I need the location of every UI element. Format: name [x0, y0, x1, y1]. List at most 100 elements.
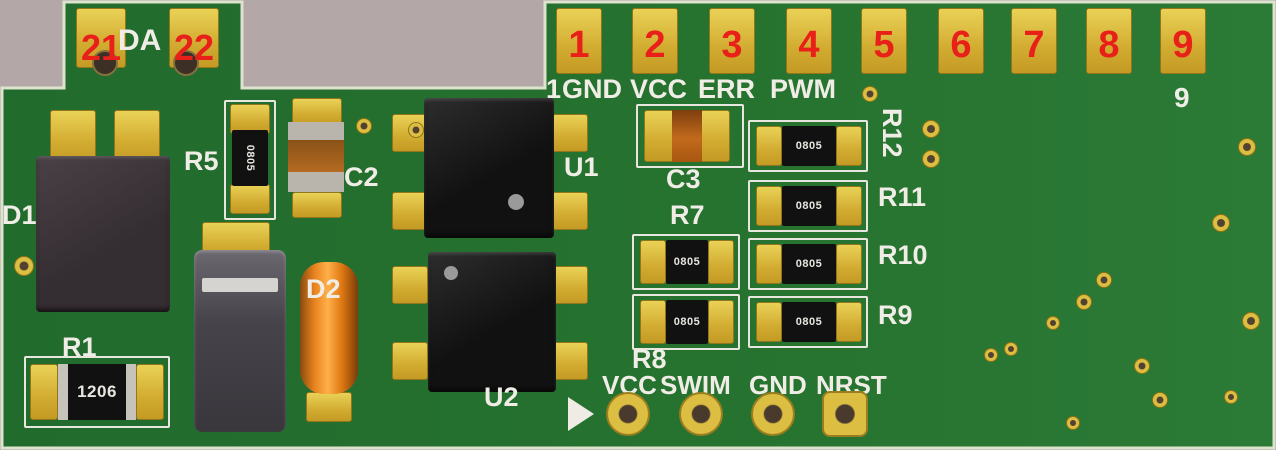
smd-pad	[756, 126, 782, 166]
smd-pad	[552, 266, 588, 304]
smd-pad	[552, 192, 588, 230]
via	[1224, 390, 1238, 404]
via	[984, 348, 998, 362]
designator-d2: D2	[306, 274, 341, 304]
smd-pad	[392, 342, 428, 380]
smd-pad	[836, 186, 862, 226]
smd-pad	[836, 302, 862, 342]
smd-pad	[392, 266, 428, 304]
component-r8-body: 0805	[666, 300, 708, 344]
smd-pad	[392, 192, 428, 230]
mounting-hole	[92, 50, 118, 76]
designator-r10: R10	[878, 240, 928, 270]
via	[1238, 138, 1256, 156]
silk-outline-r9	[748, 296, 868, 348]
silk-pin9-marker: 9	[1174, 82, 1190, 113]
smd-pad	[644, 110, 674, 162]
c2-terminal	[288, 172, 344, 192]
through-hole-pad-gnd	[751, 392, 795, 436]
designator-r12: R12	[877, 108, 907, 158]
silk-outline-r8	[632, 294, 740, 350]
pin-number-3: 3	[721, 24, 743, 66]
via	[1046, 316, 1060, 330]
silk-outline-r1	[24, 356, 170, 428]
component-r5-body: 0805	[232, 130, 268, 186]
designator-r7: R7	[670, 200, 705, 230]
pin-number-6: 6	[950, 24, 972, 66]
via	[356, 118, 372, 134]
r5-package-text: 0805	[243, 144, 256, 172]
smd-pad	[708, 300, 734, 344]
connector-pad-8	[1086, 8, 1132, 74]
designator-d1: D1	[2, 200, 37, 230]
silk-outline-r11	[748, 180, 868, 232]
r1-package-text: 1206	[77, 382, 117, 401]
designator-c2: C2	[344, 162, 379, 192]
silk-outline-r7	[632, 234, 740, 290]
smd-pad	[50, 110, 96, 164]
smd-pad	[136, 364, 164, 420]
designator-u2: U2	[484, 382, 519, 412]
smd-pad	[836, 244, 862, 284]
smd-pad	[552, 114, 588, 152]
through-hole-pad-nrst	[822, 391, 868, 437]
via	[1152, 392, 1168, 408]
u2-pin1-dot	[444, 266, 458, 280]
smd-pad	[708, 240, 734, 284]
pin-number-9: 9	[1172, 24, 1194, 66]
pad-22-number: 22	[173, 27, 215, 68]
smd-pad	[306, 392, 352, 422]
pin-number-2: 2	[644, 24, 666, 66]
pin-number-5: 5	[873, 24, 895, 66]
connector-pad-6	[938, 8, 984, 74]
silk-label-vcc: VCC	[630, 74, 688, 104]
designator-r5: R5	[184, 146, 219, 176]
designator-u1: U1	[564, 152, 599, 182]
via	[1134, 358, 1150, 374]
r1-end-cap	[126, 364, 136, 420]
header-pin1-triangle	[568, 397, 594, 431]
u1-pin1-dot	[508, 194, 524, 210]
via	[922, 120, 940, 138]
pin-number-8: 8	[1098, 24, 1120, 66]
silk-outline-r12	[748, 120, 868, 172]
designator-r9: R9	[878, 300, 913, 330]
r7-package-text: 0805	[673, 256, 701, 268]
component-d1-body	[36, 156, 170, 312]
r9-package-text: 0805	[795, 316, 823, 328]
mounting-hole	[173, 50, 199, 76]
via	[1242, 312, 1260, 330]
smd-pad	[756, 302, 782, 342]
pin-number-4: 4	[798, 24, 820, 66]
pin-number-1: 1	[568, 24, 590, 66]
silk-outline-c3	[636, 104, 744, 168]
smd-pad	[30, 364, 58, 420]
via	[862, 86, 878, 102]
connector-pad-3	[709, 8, 755, 74]
component-r9-body: 0805	[782, 302, 836, 342]
via	[1212, 214, 1230, 232]
smd-pad	[114, 110, 160, 164]
connector-pad-7	[1011, 8, 1057, 74]
smd-pad	[230, 104, 270, 134]
connector-pad-5	[861, 8, 907, 74]
connector-pad-2	[632, 8, 678, 74]
component-r12-body: 0805	[782, 126, 836, 166]
c2-terminal	[288, 122, 344, 142]
smd-pad	[756, 186, 782, 226]
connector-pad-9	[1160, 8, 1206, 74]
silk-label-pwm: PWM	[770, 74, 836, 104]
silk-pin1-marker: 1	[546, 74, 562, 104]
component-u1-body	[424, 98, 554, 238]
through-hole-pad-swim	[679, 392, 723, 436]
pad-21-number: 21	[80, 27, 122, 68]
silk-label-da: DA	[118, 24, 162, 57]
connector-pad-4	[786, 8, 832, 74]
r10-package-text: 0805	[795, 258, 823, 270]
component-r7-body: 0805	[666, 240, 708, 284]
component-c2-body	[288, 140, 344, 174]
smd-pad	[640, 300, 666, 344]
silk-label-err: ERR	[698, 74, 756, 104]
smd-pad	[756, 244, 782, 284]
